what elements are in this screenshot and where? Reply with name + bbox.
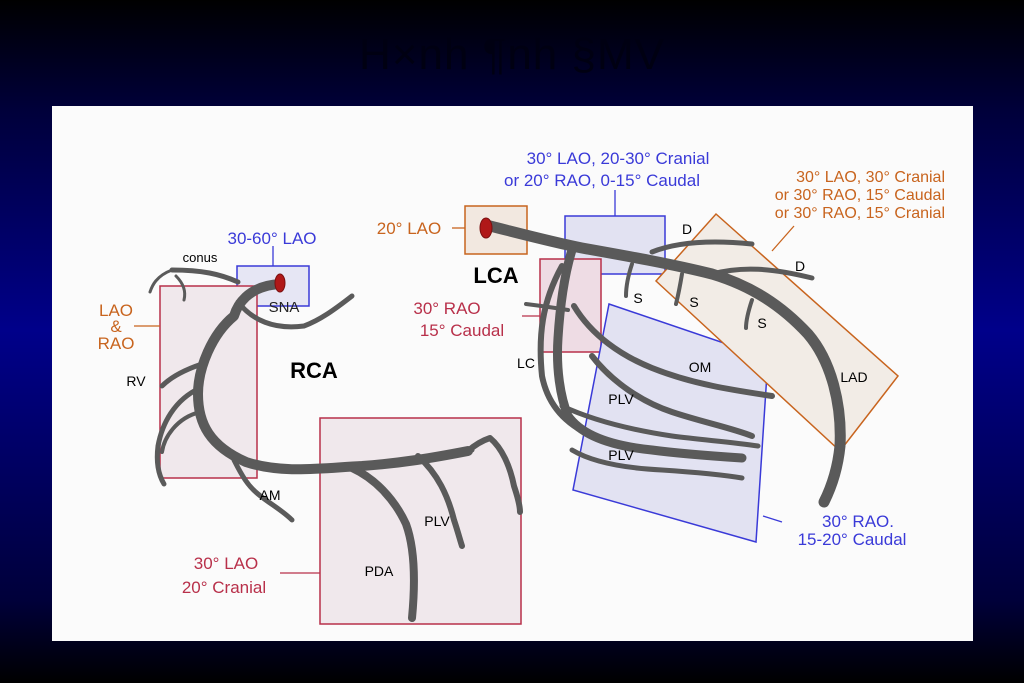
lc-distal-view-label-line2: 15-20° Caudal [798,530,907,549]
left-main-view-label-line1: 30° LAO, 20-30° Cranial [527,149,710,168]
rca-sna-branch [235,293,355,330]
septal-3-branch [744,298,754,330]
rca-am-label: AM [260,487,281,503]
diagonal-2-branch [709,266,815,281]
rca-rv-label: RV [126,373,146,389]
rca-conus-branch [169,267,241,285]
diagonal-1-label: D [682,221,692,237]
lad-main-trunk [484,220,846,508]
plv-lower-label: PLV [608,447,634,463]
rca-rv-branch [159,361,205,389]
lc-proximal-view-label-line1: 30° RAO [413,299,480,318]
rca-distal-view-label-line1: 30° LAO [194,554,258,573]
plv-distal-branch [569,447,745,481]
rca-proximal-view-label-line3: RAO [98,334,135,353]
lc-label: LC [517,355,535,371]
rca-distal-view-box [319,417,522,625]
lca-vessels [484,220,846,508]
view-boxes [159,205,900,625]
lc-proximal-view-label-line2: 15° Caudal [420,321,504,340]
rca-proximal-view-box [159,285,258,479]
plv-lower-branch [559,403,761,449]
slide-title: H×nh ¶nh §MV [359,30,665,79]
rca-proximal-view-label-line2: & [110,317,122,336]
rca-vessels [148,267,523,622]
coronary-angiography-diagram: 30-60° LAO LAO & RAO 30° LAO 20° Cranial… [52,106,973,641]
rca-conus-tip [148,268,174,294]
rca-plv-branch [415,453,465,549]
rca-distal-view-label-line2: 20° Cranial [182,578,266,597]
lad-label: LAD [840,369,867,385]
lca-title-label: LCA [473,263,518,288]
lad-view-label-line1: 30° LAO, 30° Cranial [796,169,945,186]
rca-pda-branch [348,464,418,622]
leader-lines [134,190,795,574]
rca-main-trunk [193,279,473,475]
left-main-view-label-line2: or 20° RAO, 0-15° Caudal [504,171,700,190]
rca-distal-segment [435,447,475,459]
lad-leader [771,225,795,252]
septal-2-branch [674,272,684,306]
rca-title-label: RCA [290,358,338,383]
diagonal-2-label: D [795,258,805,274]
om-label: OM [689,359,712,375]
diagram-canvas: 30-60° LAO LAO & RAO 30° LAO 20° Cranial… [98,149,945,625]
diagonal-1-branch [649,239,755,255]
rca-ostium [274,273,286,293]
septal-1-label: S [633,290,642,306]
lc-small-branch [524,302,570,312]
plv-upper-branch [589,353,755,439]
rca-conus-label: conus [183,250,218,265]
rca-proximal-view-label-line1: LAO [99,301,133,320]
lad-view-label-line3: or 30° RAO, 15° Cranial [775,205,945,222]
septal-3-label: S [757,315,766,331]
plv-upper-label: PLV [608,391,634,407]
rca-rv-branch-3 [160,410,202,454]
om-branch [571,303,775,399]
lc-distal-view-label-line1: 30° RAO. [822,512,894,531]
rca-plv-branch-2 [465,435,523,515]
rca-am-branch [231,457,295,523]
rca-conus-tip-2 [174,274,187,302]
rca-plv-label: PLV [424,513,450,529]
lc-lateral-branch [537,263,595,439]
lad-view-label-line2: or 30° RAO, 15° Caudal [775,187,945,204]
lca-ostium-view-label: 20° LAO [377,219,441,238]
lc-distal-leader [762,515,783,523]
septal-2-label: S [689,294,698,310]
septal-1-branch [624,262,634,298]
rca-pda-label: PDA [365,563,394,579]
rca-rv-branch-2 [154,385,203,487]
rca-ostium-view-label: 30-60° LAO [227,229,316,248]
rca-sna-label: SNA [269,299,300,316]
lca-ostium [479,217,493,239]
vessel-tree [148,220,846,622]
